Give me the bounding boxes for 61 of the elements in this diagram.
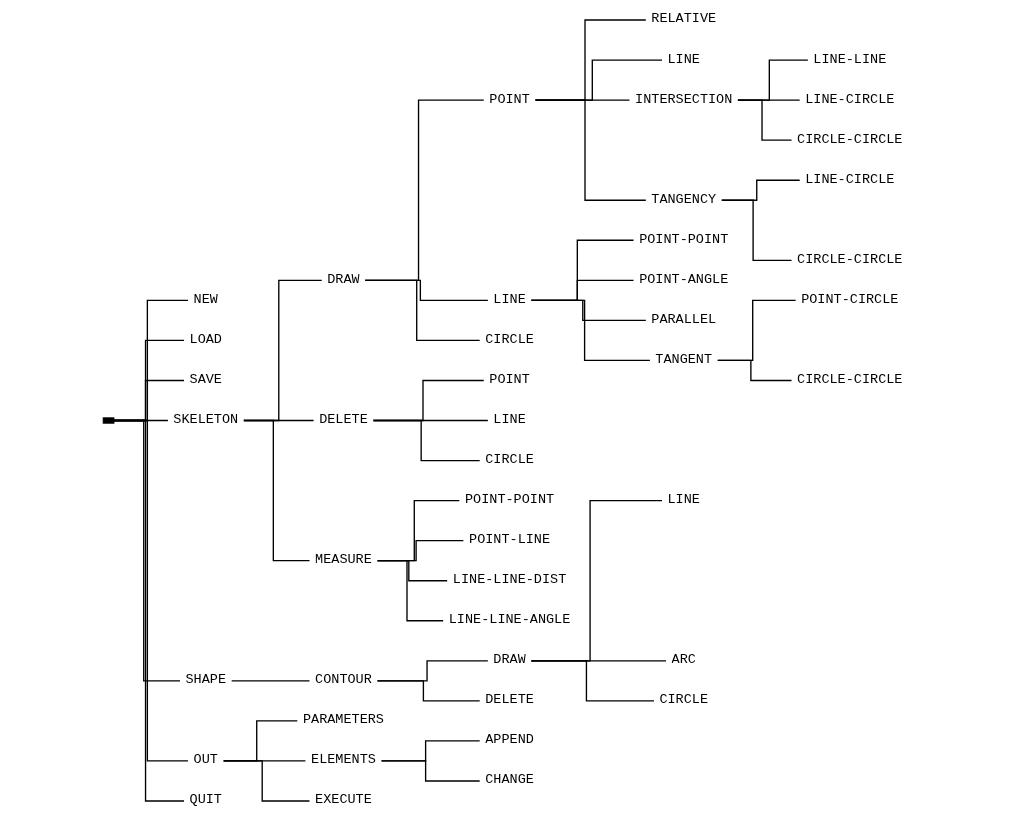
node-text: POINT-CIRCLE xyxy=(801,292,899,308)
node-text: SKELETON xyxy=(173,412,239,428)
node-text: LINE-LINE-DIST xyxy=(452,572,567,588)
node-text: INTERSECTION xyxy=(635,91,733,108)
node-text: MEASURE xyxy=(315,552,372,568)
node-text: LINE-CIRCLE xyxy=(805,171,895,188)
node-text: PARALLEL xyxy=(651,312,717,328)
connector xyxy=(222,760,311,802)
node-text: DRAW xyxy=(493,652,526,668)
node-text: DELETE xyxy=(485,692,534,708)
connector xyxy=(376,680,481,702)
node-text: LINE xyxy=(493,412,526,428)
node-text: SAVE xyxy=(189,372,222,388)
node-text: CHANGE xyxy=(485,772,534,788)
node-text: CIRCLE xyxy=(485,452,534,468)
node-text: CIRCLE-CIRCLE xyxy=(797,131,903,148)
connector xyxy=(534,99,647,201)
node-text: POINT-ANGLE xyxy=(639,272,729,288)
node-text: CONTOUR xyxy=(315,672,372,688)
connector xyxy=(230,680,311,682)
node-bar xyxy=(102,417,115,424)
node-text: PARAMETERS xyxy=(302,712,384,728)
node-text: POINT-POINT xyxy=(464,492,555,508)
node-text: DELETE xyxy=(319,412,368,428)
connector xyxy=(364,279,481,342)
connector xyxy=(737,99,793,141)
node-text: OUT xyxy=(193,752,218,768)
node-text: LOAD xyxy=(189,332,222,348)
node-text: RELATIVE xyxy=(651,11,717,27)
node-text: APPEND xyxy=(485,732,534,748)
node-text: QUIT xyxy=(189,792,222,808)
node-text: ARC xyxy=(671,652,696,668)
node-text: POINT xyxy=(489,372,530,388)
node-text: POINT-LINE xyxy=(469,532,551,548)
node-text: POINT-POINT xyxy=(639,231,729,248)
node-text: ELEMENTS xyxy=(311,752,376,768)
node-text: LINE-LINE xyxy=(813,51,887,68)
connector xyxy=(380,760,481,782)
connector xyxy=(376,560,445,622)
node-text: EXECUTE xyxy=(315,792,372,808)
node-text: CIRCLE-CIRCLE xyxy=(797,372,903,388)
node-text: TANGENCY xyxy=(651,191,717,208)
node-text: LINE-CIRCLE xyxy=(805,91,895,108)
node-text: CIRCLE xyxy=(659,692,709,708)
node-text: NEW xyxy=(193,292,218,308)
node-text: CIRCLE xyxy=(485,332,534,348)
node-text: LINE xyxy=(667,492,700,508)
node-text: TANGENT xyxy=(655,352,713,368)
connector xyxy=(530,299,651,362)
node-text: SHAPE xyxy=(185,672,227,688)
connector xyxy=(372,419,481,462)
connector xyxy=(242,419,311,562)
node-text: POINT xyxy=(489,91,530,108)
node-text: LINE-LINE-ANGLE xyxy=(448,612,571,628)
connector xyxy=(716,359,793,382)
connector xyxy=(530,660,655,702)
node-text: CIRCLE-CIRCLE xyxy=(797,251,903,268)
node-text: LINE xyxy=(493,292,526,308)
connector xyxy=(720,199,793,261)
node-text: LINE xyxy=(667,51,700,68)
node-text: DRAW xyxy=(327,272,360,288)
